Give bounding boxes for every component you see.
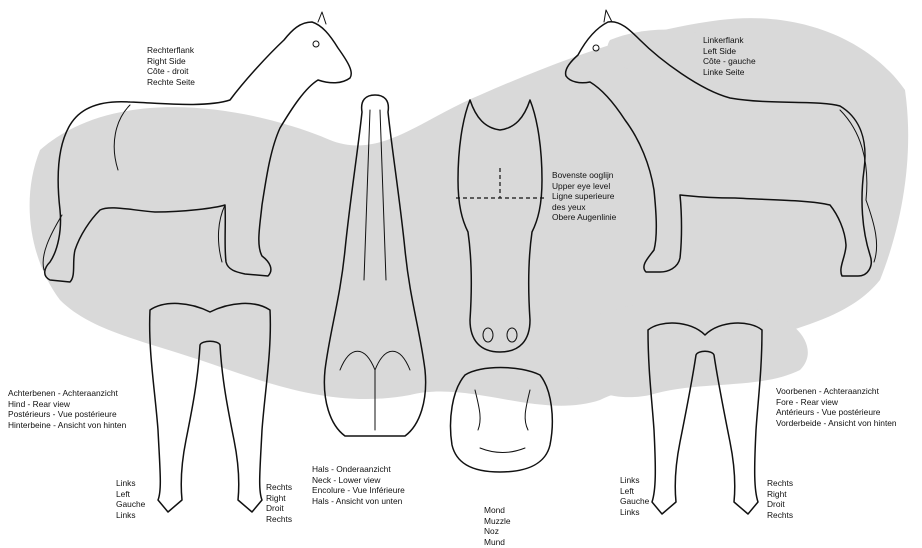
label-fore-left-line: Gauche — [620, 496, 649, 507]
label-hind-view-line: Achterbenen - Achteraanzicht — [8, 388, 126, 399]
label-hind-right-line: Droit — [266, 503, 292, 514]
label-hind-left-line: Left — [116, 489, 145, 500]
label-fore-right-line: Droit — [767, 499, 793, 510]
label-fore-left-line: Links — [620, 507, 649, 518]
label-left-side-line: Côte - gauche — [703, 56, 756, 67]
label-hind-right-line: Right — [266, 493, 292, 504]
label-hind-view-line: Hind - Rear view — [8, 399, 126, 410]
label-eye-level-line: Bovenste ooglijn — [552, 170, 616, 181]
label-eye-level-line: Ligne superieure — [552, 191, 616, 202]
label-hind-view-line: Hinterbeine - Ansicht von hinten — [8, 420, 126, 431]
label-right-side-line: Right Side — [147, 56, 195, 67]
label-hind-left-line: Links — [116, 510, 145, 521]
label-hind-right-line: Rechts — [266, 482, 292, 493]
label-fore-view-line: Antérieurs - Vue postérieure — [776, 407, 897, 418]
label-right-side-line: Côte - droit — [147, 66, 195, 77]
label-fore-view-line: Vorderbeide - Ansicht von hinten — [776, 418, 897, 429]
label-left-side-line: Linkerflank — [703, 35, 756, 46]
label-muzzle-line: Noz — [484, 526, 511, 537]
label-muzzle-line: Mond — [484, 505, 511, 516]
label-hind-view-line: Postérieurs - Vue postérieure — [8, 409, 126, 420]
label-neck-view-line: Hals - Onderaanzicht — [312, 464, 405, 475]
label-fore-view-line: Voorbenen - Achteraanzicht — [776, 386, 897, 397]
label-neck-view-line: Neck - Lower view — [312, 475, 405, 486]
label-right-side-line: Rechterflank — [147, 45, 195, 56]
label-muzzle-line: Mund — [484, 537, 511, 548]
label-fore-right-line: Right — [767, 489, 793, 500]
label-eye-level-line: Obere Augenlinie — [552, 212, 616, 223]
label-neck-view-line: Hals - Ansicht von unten — [312, 496, 405, 507]
label-fore-view-line: Fore - Rear view — [776, 397, 897, 408]
label-left-side-line: Linke Seite — [703, 67, 756, 78]
label-right-side-line: Rechte Seite — [147, 77, 195, 88]
label-eye-level-line: Upper eye level — [552, 181, 616, 192]
label-left-side-line: Left Side — [703, 46, 756, 57]
label-hind-left-line: Gauche — [116, 499, 145, 510]
label-hind-left-line: Links — [116, 478, 145, 489]
label-muzzle-line: Muzzle — [484, 516, 511, 527]
label-fore-right-line: Rechts — [767, 478, 793, 489]
label-fore-left-line: Left — [620, 486, 649, 497]
label-fore-right-line: Rechts — [767, 510, 793, 521]
label-neck-view-line: Encolure - Vue Inférieure — [312, 485, 405, 496]
label-hind-right-line: Rechts — [266, 514, 292, 525]
label-fore-left-line: Links — [620, 475, 649, 486]
label-eye-level-line: des yeux — [552, 202, 616, 213]
